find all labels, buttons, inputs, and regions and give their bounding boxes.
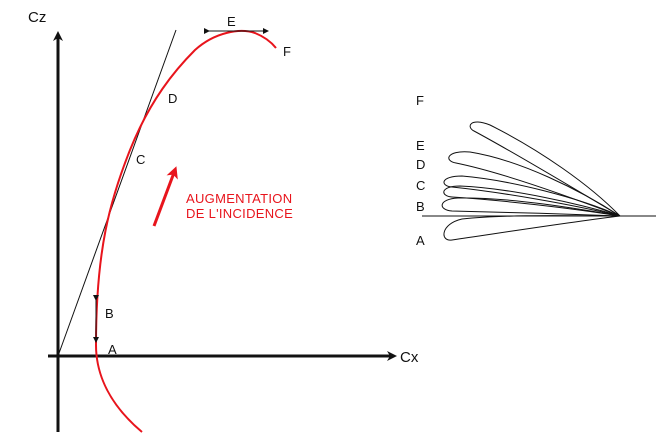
- profile-d: [443, 175, 621, 217]
- cx-axis-label: Cx: [400, 349, 419, 366]
- point-label-b: B: [105, 306, 114, 321]
- point-label-f: F: [283, 44, 291, 59]
- polar-curve: [94, 30, 277, 433]
- point-label-d: D: [168, 91, 177, 106]
- profile-e: [448, 151, 621, 217]
- point-label-c: C: [136, 152, 145, 167]
- profile-label-d: D: [416, 157, 425, 172]
- profile-f: [469, 121, 621, 217]
- profile-label-a: A: [416, 233, 425, 248]
- profile-a: [443, 215, 621, 241]
- annotation-line-1: AUGMENTATION: [186, 191, 292, 206]
- polar-plot: Cz Cx A B C D E F AUGMENTATION DE L'INCI…: [28, 9, 419, 433]
- tangent-line: [57, 29, 177, 357]
- profile-label-b: B: [416, 199, 425, 214]
- point-label-e: E: [227, 14, 236, 29]
- profile-label-f: F: [416, 93, 424, 108]
- profile-label-c: C: [416, 178, 425, 193]
- profile-b: [441, 197, 621, 217]
- profile-c: [443, 185, 621, 217]
- airfoil-profiles: F E D C B A: [416, 93, 656, 248]
- annotation-line-2: DE L'INCIDENCE: [186, 206, 293, 221]
- cz-axis-label: Cz: [28, 9, 46, 26]
- point-label-a: A: [108, 342, 117, 357]
- profile-label-e: E: [416, 138, 425, 153]
- incidence-arrow: [152, 166, 178, 227]
